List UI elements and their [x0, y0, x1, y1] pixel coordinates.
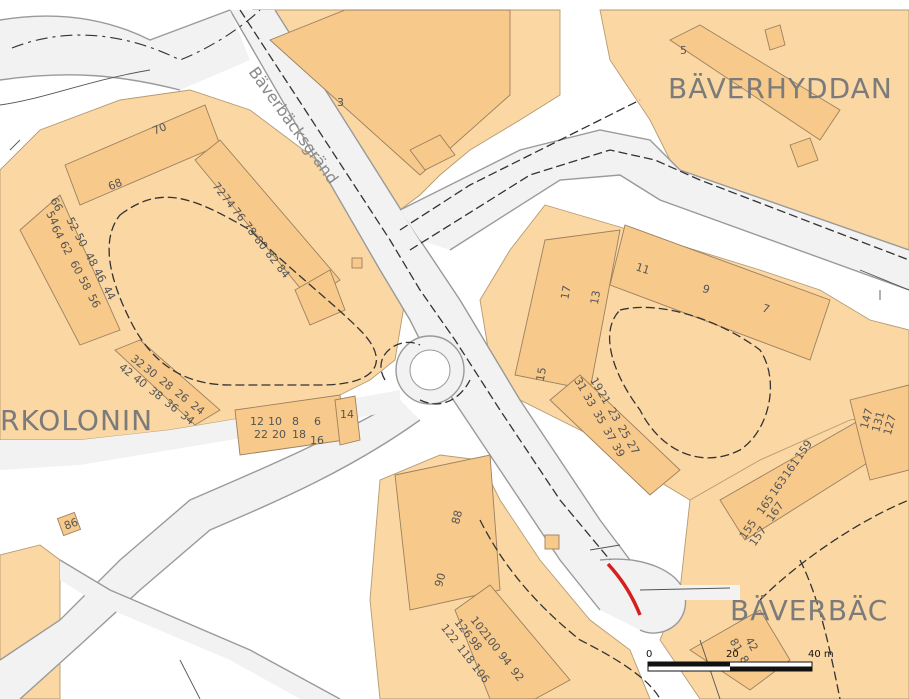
house-number: 37 — [600, 425, 618, 444]
house-number: 68 — [106, 176, 124, 193]
scale-bar: 0 20 40 m — [646, 649, 834, 672]
area-label-baverhyddan: BÄVERHYDDAN — [668, 72, 893, 105]
building-72 — [194, 139, 341, 301]
house-number: 52 — [64, 215, 82, 233]
house-number: 62 — [57, 239, 75, 257]
building-19 — [549, 374, 681, 496]
house-number: 23 — [605, 405, 623, 424]
house-number: 58 — [76, 274, 94, 292]
house-number: 42 — [742, 635, 760, 654]
building-3 — [269, 9, 511, 176]
house-number: 21 — [595, 388, 613, 407]
house-number: 88 — [449, 509, 465, 526]
highlighted-route[interactable] — [606, 562, 642, 616]
building-88 — [394, 454, 501, 611]
building-98 — [454, 584, 571, 699]
area-label-kolonin: RKOLONIN — [0, 404, 153, 437]
building-147 — [849, 384, 909, 481]
road-baverbacksgrand — [230, 10, 660, 630]
house-number: 39 — [609, 441, 627, 460]
house-number: 70 — [151, 120, 169, 137]
building-32 — [114, 339, 221, 426]
house-number: 3 — [337, 96, 344, 109]
house-number: 18 — [292, 428, 306, 441]
house-number: 25 — [615, 423, 633, 442]
house-number: 46 — [91, 266, 109, 284]
house-number: 81 — [727, 636, 745, 655]
house-number: 11 — [634, 260, 651, 277]
house-number: 27 — [624, 438, 642, 457]
house-number: 6 — [314, 415, 321, 428]
house-number: 86 — [62, 516, 80, 533]
house-number: 16 — [310, 434, 324, 447]
house-number: 33 — [580, 391, 598, 410]
house-number: 90 — [432, 572, 448, 589]
house-number: 12 — [250, 415, 264, 428]
footpaths — [11, 9, 909, 699]
scale-bar-segment — [648, 662, 730, 667]
house-number: 13 — [588, 290, 603, 306]
house-number: 5 — [680, 44, 687, 57]
house-number: 50 — [72, 231, 90, 249]
building-5 — [669, 24, 841, 141]
map-details — [0, 69, 909, 699]
scale-label-20: 20 — [726, 649, 739, 660]
building-11 — [609, 224, 831, 361]
house-number: 35 — [590, 408, 608, 427]
house-number: 10 — [268, 415, 282, 428]
house-number: 8 — [292, 415, 299, 428]
roads — [0, 9, 909, 699]
house-number: 54 — [43, 209, 61, 227]
house-number: 48 — [82, 250, 100, 268]
house-number: 64 — [48, 223, 66, 241]
area-label-baverbac: BÄVERBÄC — [730, 594, 888, 627]
house-number: 60 — [67, 258, 85, 276]
house-number: 147 — [858, 407, 876, 431]
house-number: 19 — [587, 375, 605, 394]
building-66 — [19, 194, 121, 346]
scale-label-0: 0 — [646, 649, 652, 660]
buildings — [19, 9, 909, 699]
building-86 — [56, 511, 82, 537]
house-number: 15 — [534, 366, 549, 382]
house-number: 22 — [254, 428, 268, 441]
house-number: 7 — [761, 302, 772, 317]
house-number: 14 — [340, 408, 354, 421]
house-number: 9 — [701, 282, 712, 297]
house-number: 131 — [869, 410, 887, 434]
scale-label-40: 40 m — [808, 649, 834, 660]
area-labels: BÄVERHYDDAN RKOLONIN BÄVERBÄC — [0, 72, 893, 627]
house-number: 44 — [100, 284, 118, 302]
house-number: 66 — [47, 195, 65, 213]
scale-bar-segment — [730, 666, 812, 671]
house-number: 127 — [881, 413, 899, 437]
house-number: 17 — [558, 284, 573, 300]
house-number: 56 — [85, 292, 103, 310]
house-number: 20 — [272, 428, 286, 441]
house-number: 31 — [571, 375, 589, 394]
